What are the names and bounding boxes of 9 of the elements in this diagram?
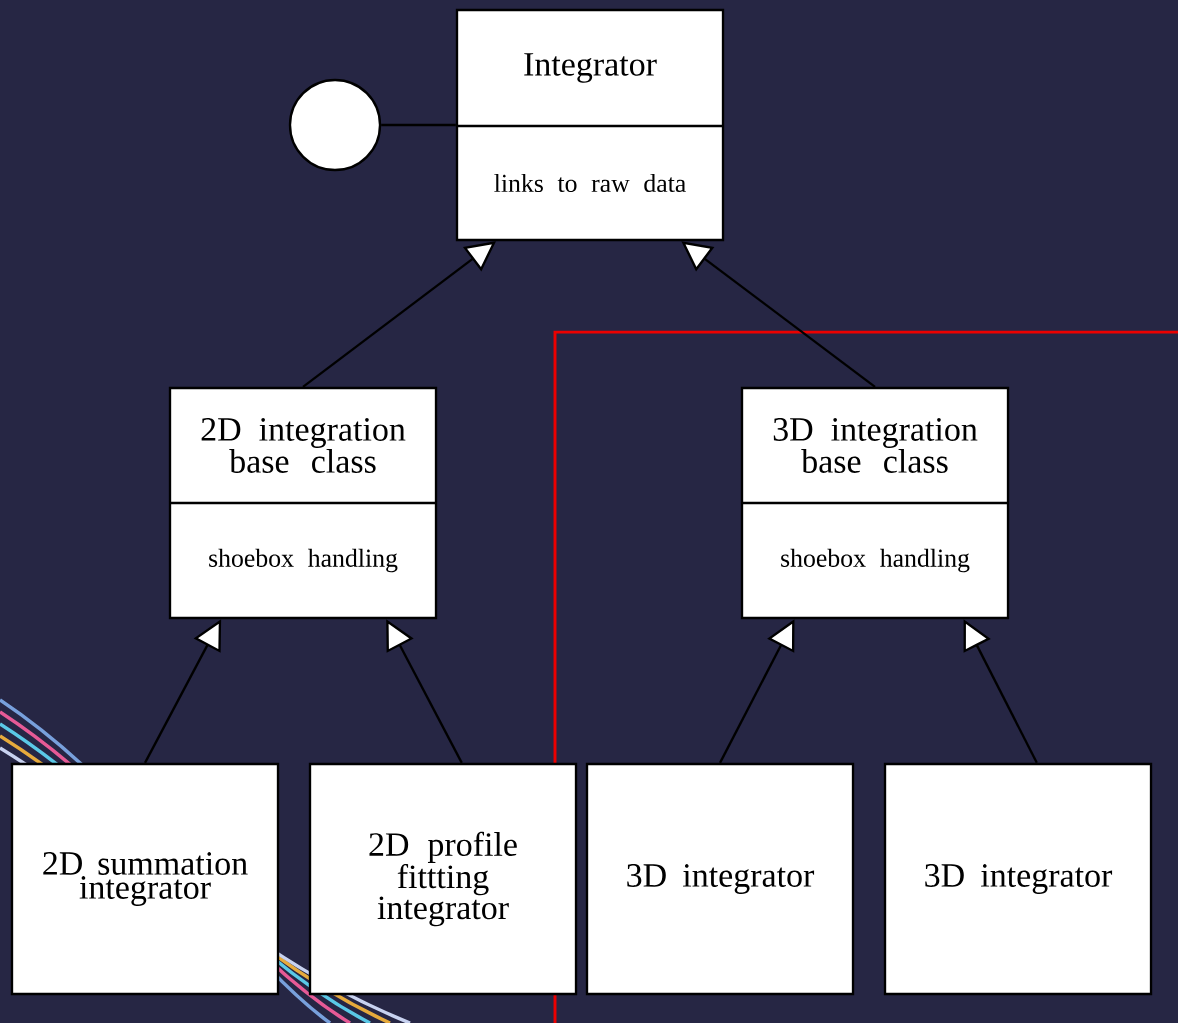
class-box: Integrator links to raw data (455, 8, 725, 242)
class-box: 3D integration base class shoebox handling (740, 386, 1010, 620)
connector-line (381, 123, 456, 127)
class-box: 2D profile fittting integrator (308, 762, 578, 996)
class-box: 2D summation integrator (10, 762, 280, 996)
class-box: 3D integrator (585, 762, 855, 996)
class-box: 2D integration base class shoebox handling (168, 386, 438, 620)
interface-circle (288, 78, 382, 172)
class-box: 3D integrator (883, 762, 1153, 996)
